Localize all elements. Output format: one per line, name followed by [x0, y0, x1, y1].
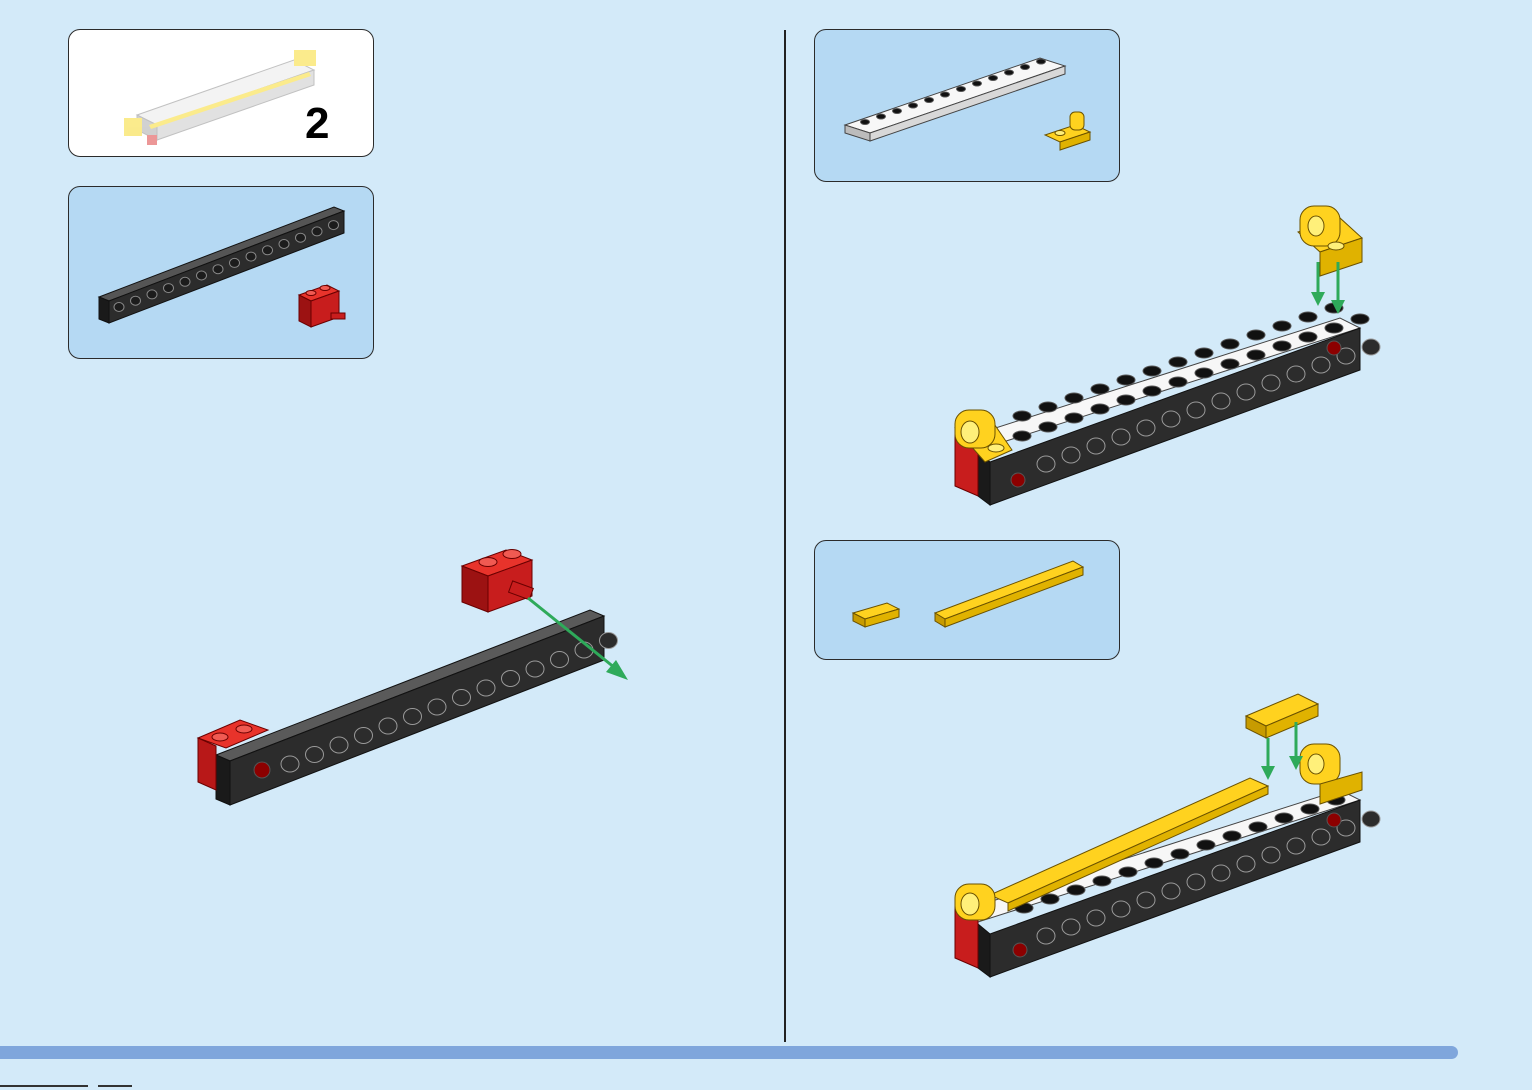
beam-hole	[1362, 811, 1380, 827]
plate-stud	[1093, 876, 1111, 886]
beam-hole	[1062, 919, 1080, 935]
plate-stud	[1171, 849, 1189, 859]
beam-hole	[1087, 910, 1105, 926]
footer-lines	[0, 1082, 140, 1090]
yellow-short-tile	[1246, 694, 1318, 738]
plate-stud	[1041, 894, 1059, 904]
plate-stud	[1249, 822, 1267, 832]
beam-hole	[1312, 829, 1330, 845]
plate-stud	[1275, 813, 1293, 823]
page-footer-bar	[0, 1046, 1458, 1059]
plate-stud	[1067, 885, 1085, 895]
beam-hole	[1137, 892, 1155, 908]
beam-hole	[1262, 847, 1280, 863]
beam-hole	[1112, 901, 1130, 917]
plate-stud	[1301, 804, 1319, 814]
beam-hole	[1187, 874, 1205, 890]
plate-stud	[1145, 858, 1163, 868]
beam-hole	[1212, 865, 1230, 881]
beam-hole	[1287, 838, 1305, 854]
beam-hole	[1162, 883, 1180, 899]
beam-hole	[1037, 928, 1055, 944]
build-step-right-2	[0, 0, 1532, 1040]
plate-stud	[1119, 867, 1137, 877]
plate-stud	[1197, 840, 1215, 850]
beam-hole	[1237, 856, 1255, 872]
plate-stud	[1223, 831, 1241, 841]
